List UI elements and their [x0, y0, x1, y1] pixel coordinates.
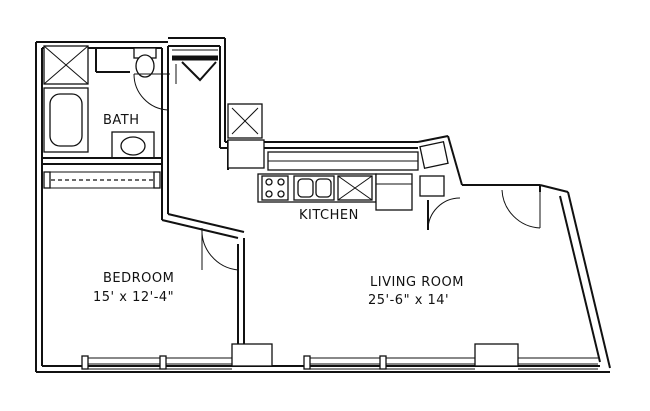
living-room-size: 25'-6" x 14' — [368, 293, 449, 308]
hall-closet — [161, 49, 265, 239]
bath-fixtures — [42, 45, 170, 220]
bedroom-size: 15' x 12'-4" — [93, 290, 174, 305]
bath-label: BATH — [103, 113, 140, 128]
bedroom-walls — [43, 171, 245, 344]
outer-walls — [35, 37, 611, 373]
kitchen-label: KITCHEN — [299, 208, 359, 223]
kitchen-fixtures — [257, 140, 541, 231]
windows-bottom — [81, 343, 598, 370]
bedroom-label: BEDROOM — [103, 271, 174, 286]
living-room-label: LIVING ROOM — [370, 275, 464, 290]
